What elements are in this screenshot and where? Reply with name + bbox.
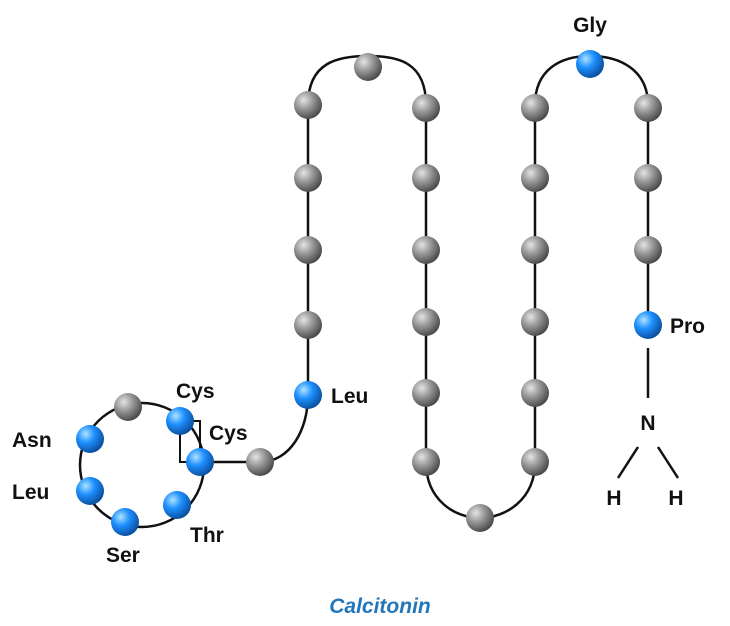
residue [294,164,322,192]
residue [354,53,382,81]
residue [294,311,322,339]
residue [521,164,549,192]
label-asn: Asn [12,429,52,452]
residue [412,379,440,407]
label-gly: Gly [573,14,607,37]
label-n-terminus: N [640,412,655,435]
residue-cys-top [166,407,194,435]
residue [521,236,549,264]
residue [521,94,549,122]
n-h-left-bond [616,446,640,479]
residue-thr [163,491,191,519]
residue-connector [246,448,274,476]
residue [294,91,322,119]
residue-ring-top-grey [114,393,142,421]
residue [634,164,662,192]
label-h-right: H [668,487,683,510]
residue [412,236,440,264]
residue [521,308,549,336]
label-h-left: H [606,487,621,510]
residue [634,94,662,122]
label-leu-ring: Leu [12,481,49,504]
residue [412,308,440,336]
n-h-right-bond [656,446,680,479]
residue [521,379,549,407]
diagram-title: Calcitonin [329,595,431,618]
label-pro: Pro [670,315,705,338]
residue-pro [634,311,662,339]
residue [466,504,494,532]
residue [294,236,322,264]
residue-asn [76,425,104,453]
residue [412,94,440,122]
label-leu-chain: Leu [331,385,368,408]
residue-leu-ring [76,477,104,505]
label-cys-bridge: Cys [209,422,248,445]
residue [634,236,662,264]
residue-gly [576,50,604,78]
residue [412,164,440,192]
residue-cys-bridge [186,448,214,476]
residue [521,448,549,476]
residue-ser [111,508,139,536]
label-cys-top: Cys [176,380,215,403]
label-thr: Thr [190,524,224,547]
label-ser: Ser [106,544,140,567]
residue-leu-chain [294,381,322,409]
residue [412,448,440,476]
